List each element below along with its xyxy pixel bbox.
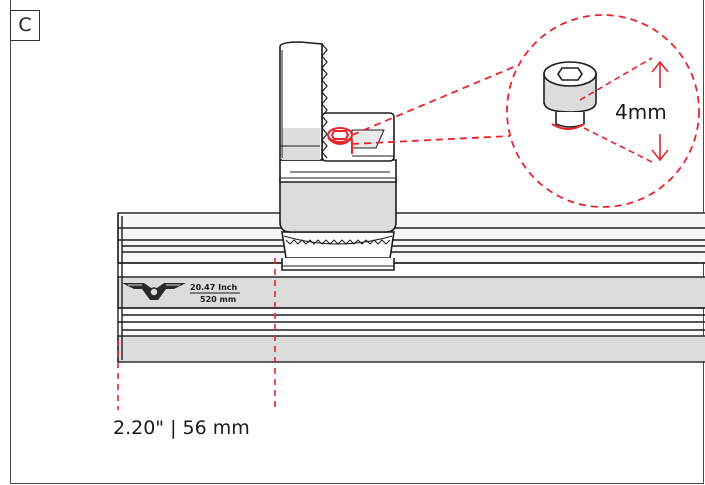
offset-dimension-label: 2.20" | 56 mm [113,417,250,439]
clamp-knob-ring [281,231,395,259]
rail-length-inch: 20.47 Inch [190,283,238,292]
bolt-callout: 4mm [351,14,700,208]
callout-circle [506,14,700,208]
brand-logo [122,283,186,300]
magnified-bolt-tip [551,123,585,130]
rail-length-mm: 520 mm [200,295,236,304]
callout-leader-bottom [351,135,511,145]
panel-label: C [10,10,40,41]
offset-dimension [117,258,276,410]
magnified-bolt-icon [543,61,597,128]
rail [117,212,705,363]
callout-leader-top [351,65,517,136]
rail-top-flange [117,212,705,264]
size-arrows [579,57,669,163]
rail-clamp [279,41,397,271]
rail-bottom-face [117,335,705,363]
bolt-size-label: 4mm [615,100,667,124]
clamp-body-lower [279,177,397,233]
